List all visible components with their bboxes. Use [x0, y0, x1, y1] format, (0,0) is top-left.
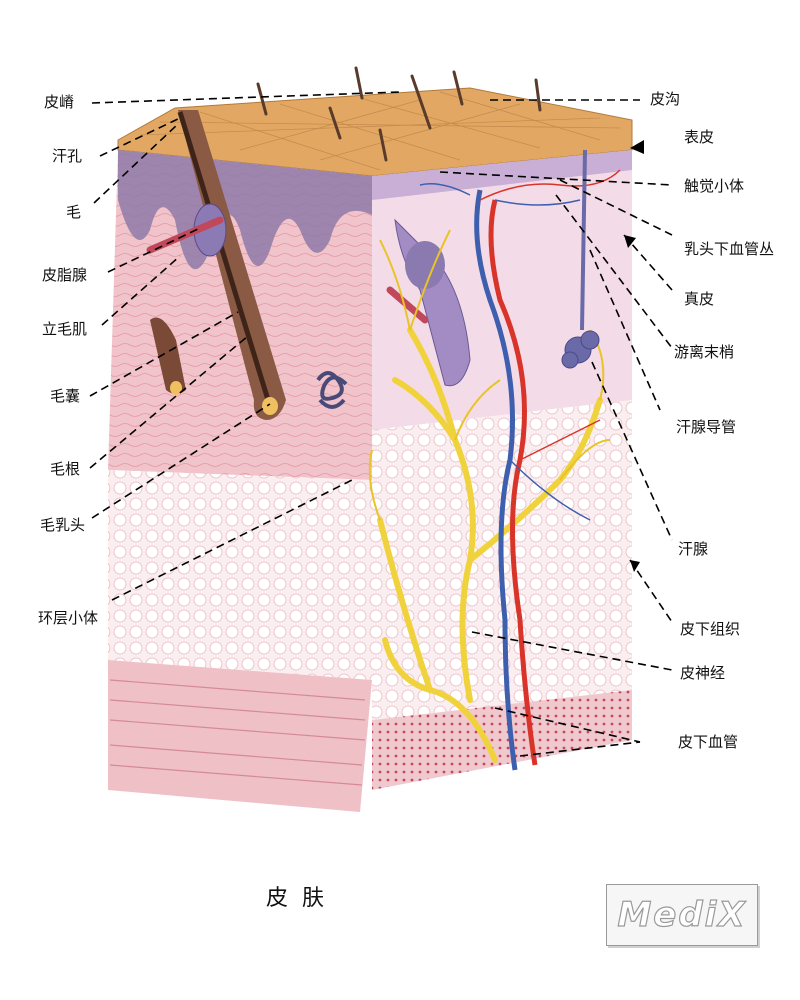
sweat-gland-left — [316, 371, 348, 409]
label-huan-ceng-xiao-ti: 环层小体 — [38, 609, 99, 627]
label-han-kong: 汗孔 — [52, 147, 83, 165]
label-pi-xia-xue-guan: 皮下血管 — [678, 733, 739, 751]
hair-shaft — [177, 111, 271, 401]
right-follicle-bulb — [405, 241, 445, 289]
label-biao-pi: 表皮 — [684, 128, 715, 146]
right-arrector-muscle — [386, 286, 429, 324]
subpapillary-plexus — [419, 169, 621, 521]
fascia-lines — [109, 679, 366, 786]
label-han-xian: 汗腺 — [678, 540, 709, 558]
left-face-deep-fascia — [108, 660, 372, 812]
label-mao-nang: 毛囊 — [50, 387, 81, 405]
sweat-gland-right — [561, 330, 600, 369]
right-epidermis-layer — [372, 150, 632, 200]
epidermis-top-surface — [117, 87, 633, 177]
label-mao: 毛 — [66, 203, 82, 221]
arrow-heads — [624, 140, 644, 572]
label-ru-tou-xia-xue-guan-cong: 乳头下血管丛 — [684, 240, 775, 258]
hair-papilla-2 — [170, 381, 182, 395]
label-han-xian-dao-guan: 汗腺导管 — [676, 418, 737, 436]
label-chu-jue-xiao-ti: 触觉小体 — [684, 177, 745, 195]
label-pi-shen-jing: 皮神经 — [680, 664, 726, 682]
hair-papilla — [262, 397, 278, 415]
label-you-li-mo-shao: 游离末梢 — [674, 343, 735, 361]
surface-hairs — [256, 66, 542, 162]
watermark-text: MediX — [617, 894, 747, 935]
label-mao-gen: 毛根 — [50, 460, 81, 478]
label-mao-ru-tou: 毛乳头 — [40, 516, 86, 534]
label-pi-zhi-xian: 皮脂腺 — [42, 266, 88, 284]
epidermis-ridge-grid — [139, 91, 621, 171]
hair-follicle-2 — [150, 317, 186, 394]
right-face-deep — [372, 690, 632, 790]
subcutaneous-artery — [488, 199, 538, 766]
figure-caption: 皮肤 — [266, 886, 339, 911]
leader-lines — [89, 91, 673, 757]
left-face-subcutis — [108, 470, 372, 680]
cutaneous-nerves — [377, 327, 603, 763]
medix-watermark-logo: MediX — [606, 884, 758, 946]
label-li-mao-ji: 立毛肌 — [42, 320, 88, 338]
label-zhen-pi: 真皮 — [684, 290, 715, 308]
label-pi-gou: 皮沟 — [650, 90, 681, 108]
label-pi-xia-zu-zhi: 皮下组织 — [680, 620, 741, 638]
label-pi-ji: 皮嵴 — [44, 93, 75, 111]
